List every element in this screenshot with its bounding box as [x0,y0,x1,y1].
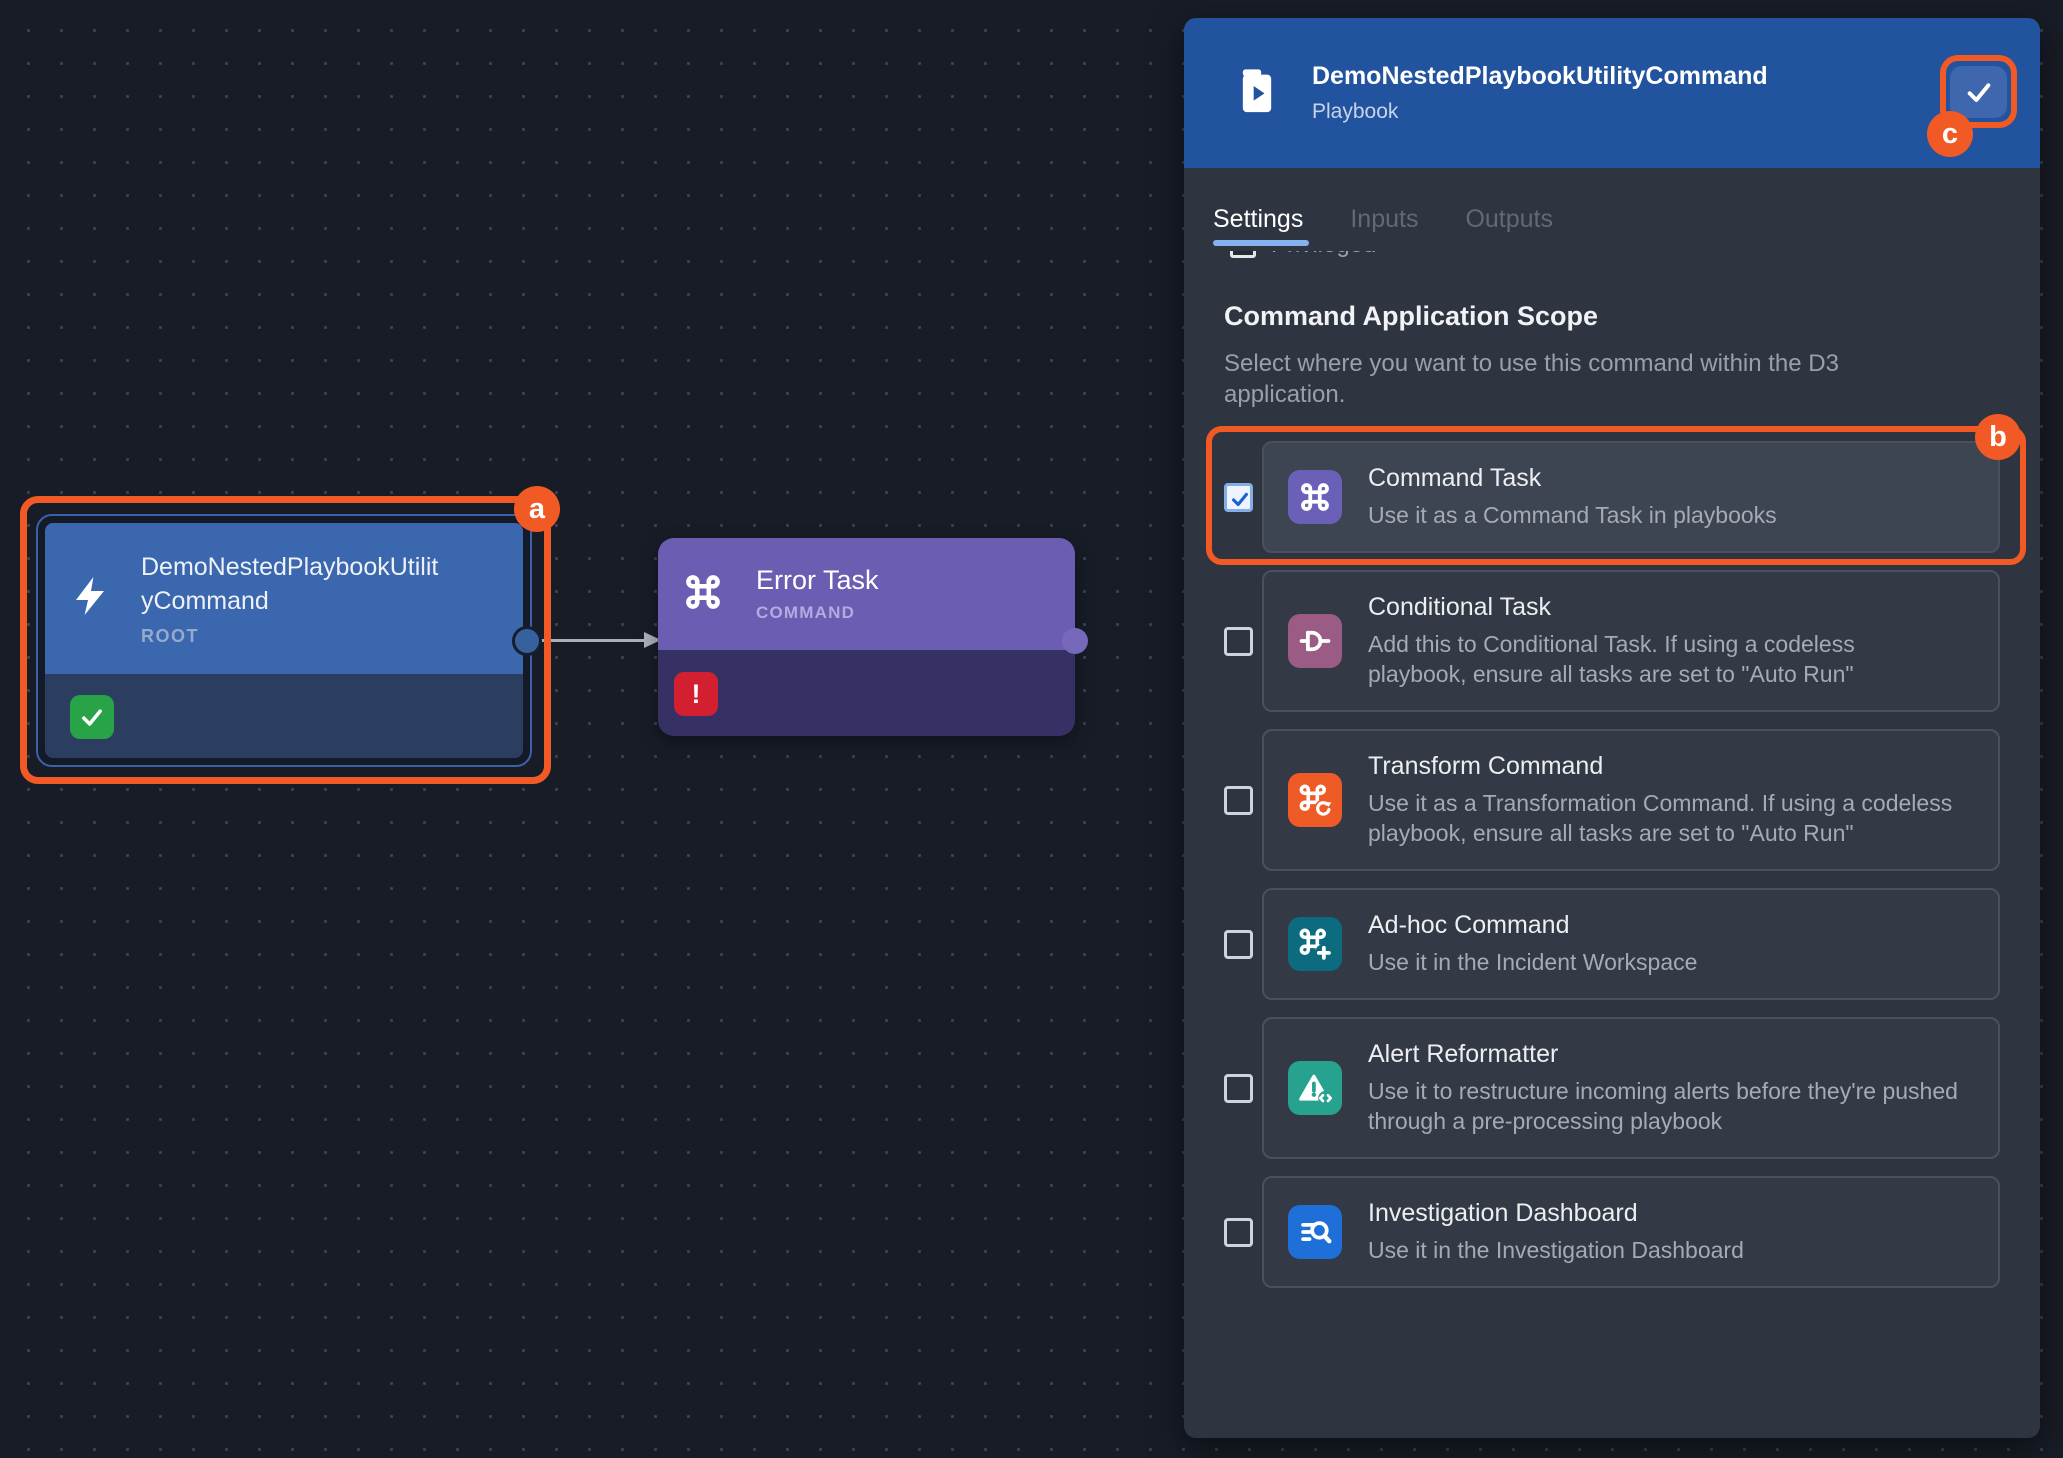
annotation-box-b: b [1206,414,2026,565]
option-description: Add this to Conditional Task. If using a… [1368,631,1855,687]
option-description: Use it in the Investigation Dashboard [1368,1237,1744,1263]
option-title: Command Task [1368,464,1542,492]
annotation-c-badge: c [1927,111,1973,157]
node-root-type-label: ROOT [141,626,199,646]
alert-reformatter-card[interactable]: Alert Reformatter Use it to restructure … [1262,1017,2000,1159]
conditional-icon [1288,614,1342,668]
edge-arrowhead-icon [644,632,661,648]
node-error-task[interactable]: Error Task COMMAND ! [658,538,1075,736]
option-title: Alert Reformatter [1368,1040,1559,1068]
conditional-task-checkbox[interactable] [1224,626,1253,656]
transform-command-checkbox[interactable] [1224,785,1253,815]
command-icon [1288,470,1342,524]
alert-reformatter-icon [1288,1061,1342,1115]
panel-title: DemoNestedPlaybookUtilityCommand [1312,62,1768,90]
panel-subtitle: Playbook [1312,100,1399,123]
confirm-check-button[interactable] [1950,66,2007,118]
node-root-status-bar [45,674,523,758]
option-row-adhoc-command: Ad-hoc Command Use it in the Incident Wo… [1224,888,2000,1000]
annotation-box-c: c [1927,55,2017,157]
panel-tabs: Settings Inputs Outputs [1184,168,2040,248]
node-error-type-label: COMMAND [756,603,856,622]
transform-command-card[interactable]: Transform Command Use it as a Transforma… [1262,729,2000,871]
panel-header: DemoNestedPlaybookUtilityCommand Playboo… [1184,18,2040,168]
transform-icon [1288,773,1342,827]
annotation-a-badge: a [514,486,560,532]
option-title: Conditional Task [1368,593,1551,621]
scope-section-heading: Command Application Scope [1224,301,1599,331]
option-description: Use it as a Command Task in playbooks [1368,502,1777,528]
scope-options-list: Command Task Use it as a Command Task in… [1224,441,2000,1288]
lightning-bolt-icon [67,572,115,625]
node-root-header: DemoNestedPlaybookUtilityCommand ROOT [45,523,523,674]
annotation-box-a: a [20,486,560,784]
option-row-conditional-task: Conditional Task Add this to Conditional… [1224,570,2000,712]
investigation-dashboard-card[interactable]: Investigation Dashboard Use it in the In… [1262,1176,2000,1288]
node-error-output-port[interactable] [1062,628,1088,654]
success-check-badge [70,695,114,739]
option-title: Investigation Dashboard [1368,1199,1638,1227]
tab-inputs[interactable]: Inputs [1350,205,1419,233]
tab-outputs[interactable]: Outputs [1465,205,1554,233]
node-error-title: Error Task [756,565,879,595]
settings-scroll-area[interactable]: Privileged Command Application Scope Sel… [1184,251,2040,1288]
tab-settings[interactable]: Settings [1213,205,1310,246]
node-root-output-port[interactable] [512,626,542,656]
adhoc-command-icon [1288,917,1342,971]
privileged-label: Privileged [1271,251,1376,259]
error-exclamation-badge: ! [674,672,718,716]
node-root-title: DemoNestedPlaybookUtilityCommand [141,553,439,615]
clipped-privileged-row: Privileged [1224,251,2000,266]
option-row-alert-reformatter: Alert Reformatter Use it to restructure … [1224,1017,2000,1159]
adhoc-command-card[interactable]: Ad-hoc Command Use it in the Incident Wo… [1262,888,2000,1000]
alert-reformatter-checkbox[interactable] [1224,1073,1253,1103]
option-row-investigation-dashboard: Investigation Dashboard Use it in the In… [1224,1176,2000,1288]
playbook-icon [1237,65,1277,122]
edge-connector-line [538,639,648,642]
adhoc-command-checkbox[interactable] [1224,929,1253,959]
option-description: Use it to restructure incoming alerts be… [1368,1078,1958,1134]
investigation-dashboard-checkbox[interactable] [1224,1217,1253,1247]
command-task-checkbox[interactable] [1224,482,1253,512]
scope-section-description: Select where you want to use this comman… [1224,350,1839,408]
option-title: Ad-hoc Command [1368,911,1570,939]
option-description: Use it as a Transformation Command. If u… [1368,790,1953,846]
node-error-header: Error Task COMMAND [658,538,1075,650]
privileged-checkbox[interactable] [1230,251,1256,258]
node-error-status-bar: ! [658,650,1075,736]
task-details-panel: DemoNestedPlaybookUtilityCommand Playboo… [1184,18,2040,1438]
command-task-card[interactable]: Command Task Use it as a Command Task in… [1262,441,2000,553]
node-root-command[interactable]: DemoNestedPlaybookUtilityCommand ROOT [36,514,532,767]
option-description: Use it in the Incident Workspace [1368,949,1698,975]
annotation-b-badge: b [1975,414,2021,460]
investigation-dashboard-icon [1288,1205,1342,1259]
option-title: Transform Command [1368,752,1604,780]
option-row-transform-command: Transform Command Use it as a Transforma… [1224,729,2000,871]
command-icon [680,569,726,620]
conditional-task-card[interactable]: Conditional Task Add this to Conditional… [1262,570,2000,712]
option-row-command-task: Command Task Use it as a Command Task in… [1224,441,2000,553]
